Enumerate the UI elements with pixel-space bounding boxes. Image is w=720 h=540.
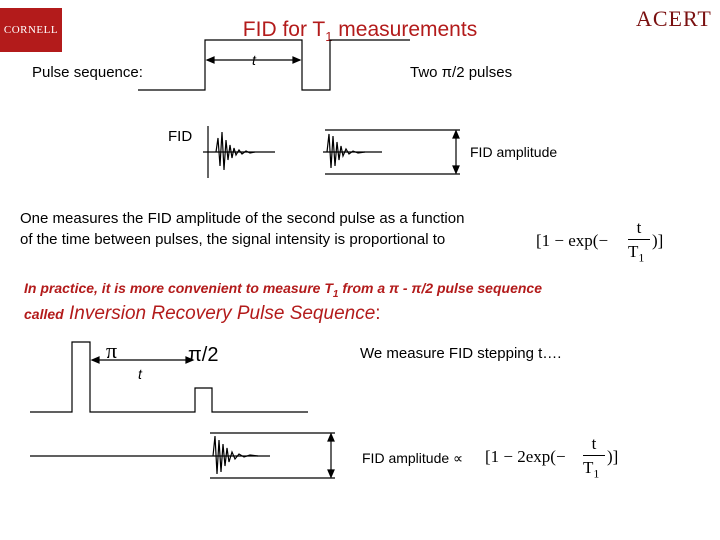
bottom-fid-wave	[212, 435, 259, 475]
slide-title: FID for T1 measurements	[0, 18, 720, 44]
called-line: called Inversion Recovery Pulse Sequence…	[24, 303, 381, 325]
formula2-numerator: t	[591, 434, 597, 453]
practice-subscript: 1	[332, 288, 339, 300]
top-t-arrow-head-right	[292, 56, 302, 64]
bottom-amp-arrow-head-up	[327, 432, 335, 442]
title-main: FID for T	[242, 18, 326, 41]
pulse-sequence-label: Pulse sequence:	[32, 64, 143, 81]
amp-arrow-head-down	[452, 165, 460, 175]
formula2-open: [1 − 2exp(−	[485, 447, 566, 466]
bottom-amp-arrow-head-down	[327, 469, 335, 479]
bottom-pi2-label: π/2	[188, 344, 219, 366]
formula2-close: )]	[607, 447, 619, 466]
formula1-numerator: t	[636, 218, 642, 237]
called-colon: :	[375, 303, 381, 324]
explanation-line-1: One measures the FID amplitude of the se…	[20, 210, 465, 227]
fid1-wave	[215, 131, 256, 171]
fid2-wave	[326, 133, 366, 169]
formula1-den-sub: 1	[638, 250, 645, 265]
formula2-den-sub: 1	[593, 466, 600, 481]
amp-arrow-head-up	[452, 129, 460, 139]
two-pulses-label: Two π/2 pulses	[410, 64, 513, 81]
formula1-close: )]	[652, 231, 664, 250]
inversion-recovery-name: Inversion Recovery Pulse Sequence	[63, 303, 376, 324]
practice-part-2: from a π - π/2 pulse sequence	[338, 280, 542, 296]
formula-exp-recovery: [1 − exp(− t T1 )]	[536, 218, 676, 272]
formula1-den-t: T	[628, 242, 639, 261]
bottom-t-arrow-head-right	[185, 356, 195, 364]
practice-part-1: In practice, it is more convenient to me…	[24, 280, 333, 296]
bottom-t-arrow-head-left	[90, 356, 100, 364]
fid-amplitude-label: FID amplitude	[470, 144, 558, 160]
cornell-logo: CORNELL	[0, 8, 62, 52]
title-subscript: 1	[325, 29, 333, 45]
top-t-arrow-head-left	[205, 56, 215, 64]
acert-logo: ACERT	[636, 6, 718, 36]
formula-inversion-recovery: [1 − 2exp(− t T1 )]	[485, 434, 635, 493]
top-pulse-line	[138, 39, 410, 91]
called-word: called	[24, 306, 64, 322]
bottom-fid-amplitude-label: FID amplitude ∝	[362, 450, 464, 466]
formula1-fraction-bar	[628, 239, 650, 240]
acert-logo-text: ACERT	[636, 6, 712, 31]
cornell-logo-text: CORNELL	[3, 24, 59, 36]
formula2-fraction-bar	[583, 455, 605, 456]
formula2-den-t: T	[583, 458, 594, 477]
fid-label: FID	[168, 128, 193, 145]
bottom-pulse-line	[30, 341, 308, 413]
formula1-denominator: T1	[628, 242, 644, 265]
formula1-open: [1 − exp(−	[536, 231, 609, 250]
bottom-t-label: t	[138, 366, 142, 382]
formula2-denominator: T1	[583, 458, 599, 481]
we-measure-label: We measure FID stepping t….	[360, 345, 562, 362]
bottom-pi-label: π	[106, 338, 118, 363]
title-rest: measurements	[332, 18, 478, 41]
top-t-label: t	[252, 52, 256, 68]
practice-text: In practice, it is more convenient to me…	[24, 280, 542, 300]
explanation-line-2: of the time between pulses, the signal i…	[20, 231, 446, 248]
